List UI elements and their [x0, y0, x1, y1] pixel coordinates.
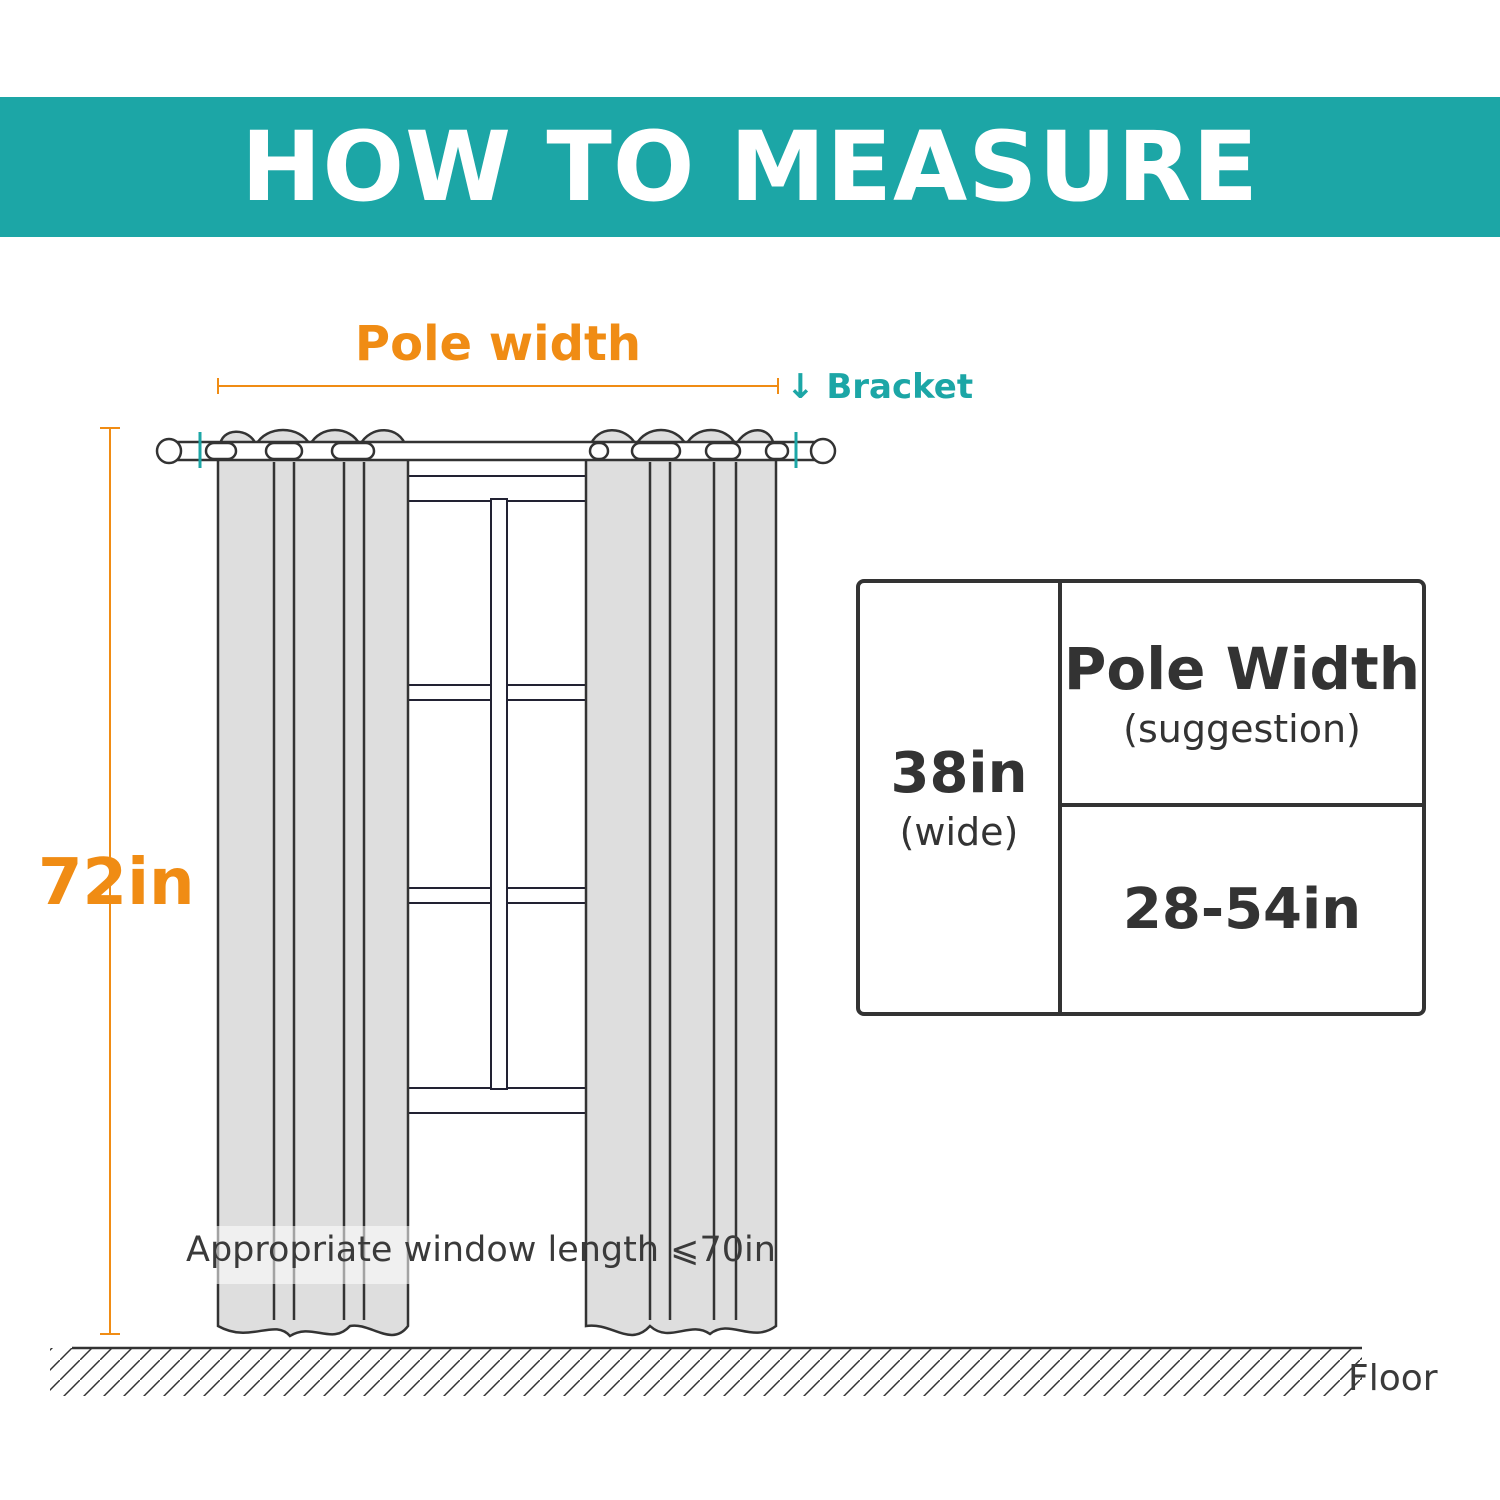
pole-width-header: Pole Width [1063, 635, 1421, 703]
curtain-pole [155, 437, 837, 465]
pole-width-range-cell: 28-54in [1062, 807, 1422, 1012]
curtain-width-note: (wide) [899, 810, 1019, 854]
bracket-markers [198, 432, 798, 468]
pole-width-table: 38in (wide) Pole Width (suggestion) 28-5… [856, 579, 1426, 1016]
title-banner: HOW TO MEASURE [0, 97, 1500, 237]
bracket-label: ↓ Bracket [786, 367, 974, 407]
left-curtain [216, 428, 410, 1338]
table-divider-horizontal [1060, 803, 1422, 807]
curtain-height-label: 72in [38, 846, 195, 920]
pole-width-label: Pole width [354, 316, 642, 372]
pole-width-header-note: (suggestion) [1123, 707, 1361, 751]
table-divider-vertical [1058, 583, 1062, 1012]
floor [50, 1346, 1362, 1396]
page-title: HOW TO MEASURE [241, 111, 1259, 223]
curtain-width-value: 38in [890, 741, 1028, 806]
window-length-label-backing [186, 1226, 410, 1284]
floor-label: Floor [1348, 1358, 1438, 1399]
height-dimension [100, 427, 120, 1335]
curtain-width-cell: 38in (wide) [860, 583, 1058, 1012]
pole-width-range: 28-54in [1122, 877, 1362, 942]
pole-width-header-cell: Pole Width (suggestion) [1062, 583, 1422, 803]
window-length-label: Appropriate window length ⩽70in [186, 1230, 776, 1270]
window [406, 475, 588, 1114]
pole-width-dimension [217, 378, 779, 394]
right-curtain [584, 428, 778, 1337]
